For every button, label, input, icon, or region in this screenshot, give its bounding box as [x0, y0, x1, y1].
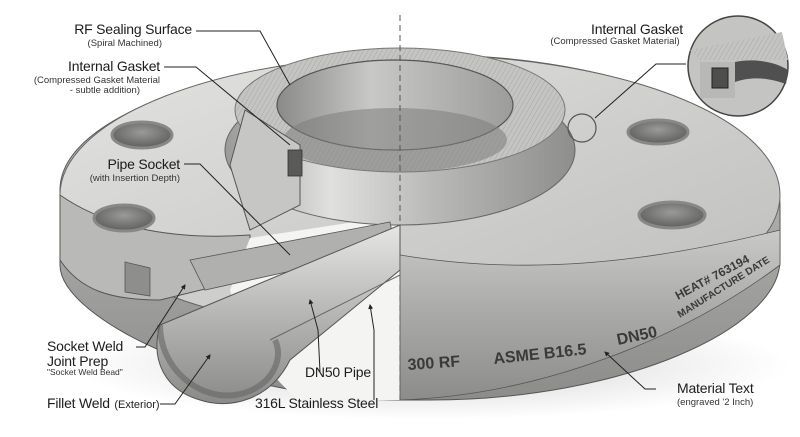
- label-dn50-pipe: DN50 Pipe: [305, 365, 371, 382]
- label-rf-sealing-surface: RF Sealing Surface (Spiral Machined): [30, 22, 192, 49]
- label-title: 316L Stainless Steel: [255, 395, 379, 411]
- label-subtitle: (Compressed Gasket Material): [550, 35, 680, 47]
- label-subtitle: "Socket Weld Bead": [47, 367, 123, 378]
- internal-gasket: [287, 149, 303, 177]
- label-internal-gasket-left: Internal Gasket (Compressed Gasket Mater…: [20, 59, 160, 96]
- label-subtitle: (with Insertion Depth): [89, 172, 180, 184]
- label-subtitle: - subtle addition): [69, 84, 140, 96]
- label-internal-gasket-right: Internal Gasket (Compressed Gasket Mater…: [545, 22, 685, 47]
- raised-face-hub: [224, 47, 576, 231]
- dn50-pipe: [156, 224, 401, 405]
- label-material-text: Material Text (engraved '2 Inch): [677, 381, 754, 408]
- label-title: Socket Weld: [47, 338, 124, 354]
- label-title: RF Sealing Surface: [74, 21, 192, 37]
- label-pipe-socket: Pipe Socket (with Insertion Depth): [60, 157, 180, 184]
- label-subtitle: (Spiral Machined): [87, 37, 162, 49]
- label-socket-weld-joint-prep: Socket Weld Joint Prep "Socket Weld Bead…: [47, 339, 123, 377]
- svg-text:300 RF: 300 RF: [407, 353, 461, 374]
- label-title: Internal Gasket: [68, 58, 160, 74]
- label-title: Pipe Socket: [107, 156, 180, 172]
- label-title: Material Text: [677, 380, 754, 396]
- label-title: Internal Gasket: [591, 21, 683, 37]
- label-title: DN50 Pipe: [305, 364, 371, 380]
- gasket-detail-callout: [567, 15, 789, 143]
- label-subtitle: (engraved '2 Inch): [677, 396, 754, 408]
- label-316l-stainless-steel: 316L Stainless Steel: [255, 396, 378, 413]
- label-title: Fillet Weld: [47, 395, 110, 411]
- label-fillet-weld: Fillet Weld (Exterior): [47, 396, 160, 413]
- leader-lines: [136, 30, 686, 405]
- label-title: Joint Prep: [47, 352, 109, 369]
- label-subtitle: (Exterior): [114, 399, 160, 411]
- label-subtitle: (Compressed Gasket Material: [33, 74, 160, 86]
